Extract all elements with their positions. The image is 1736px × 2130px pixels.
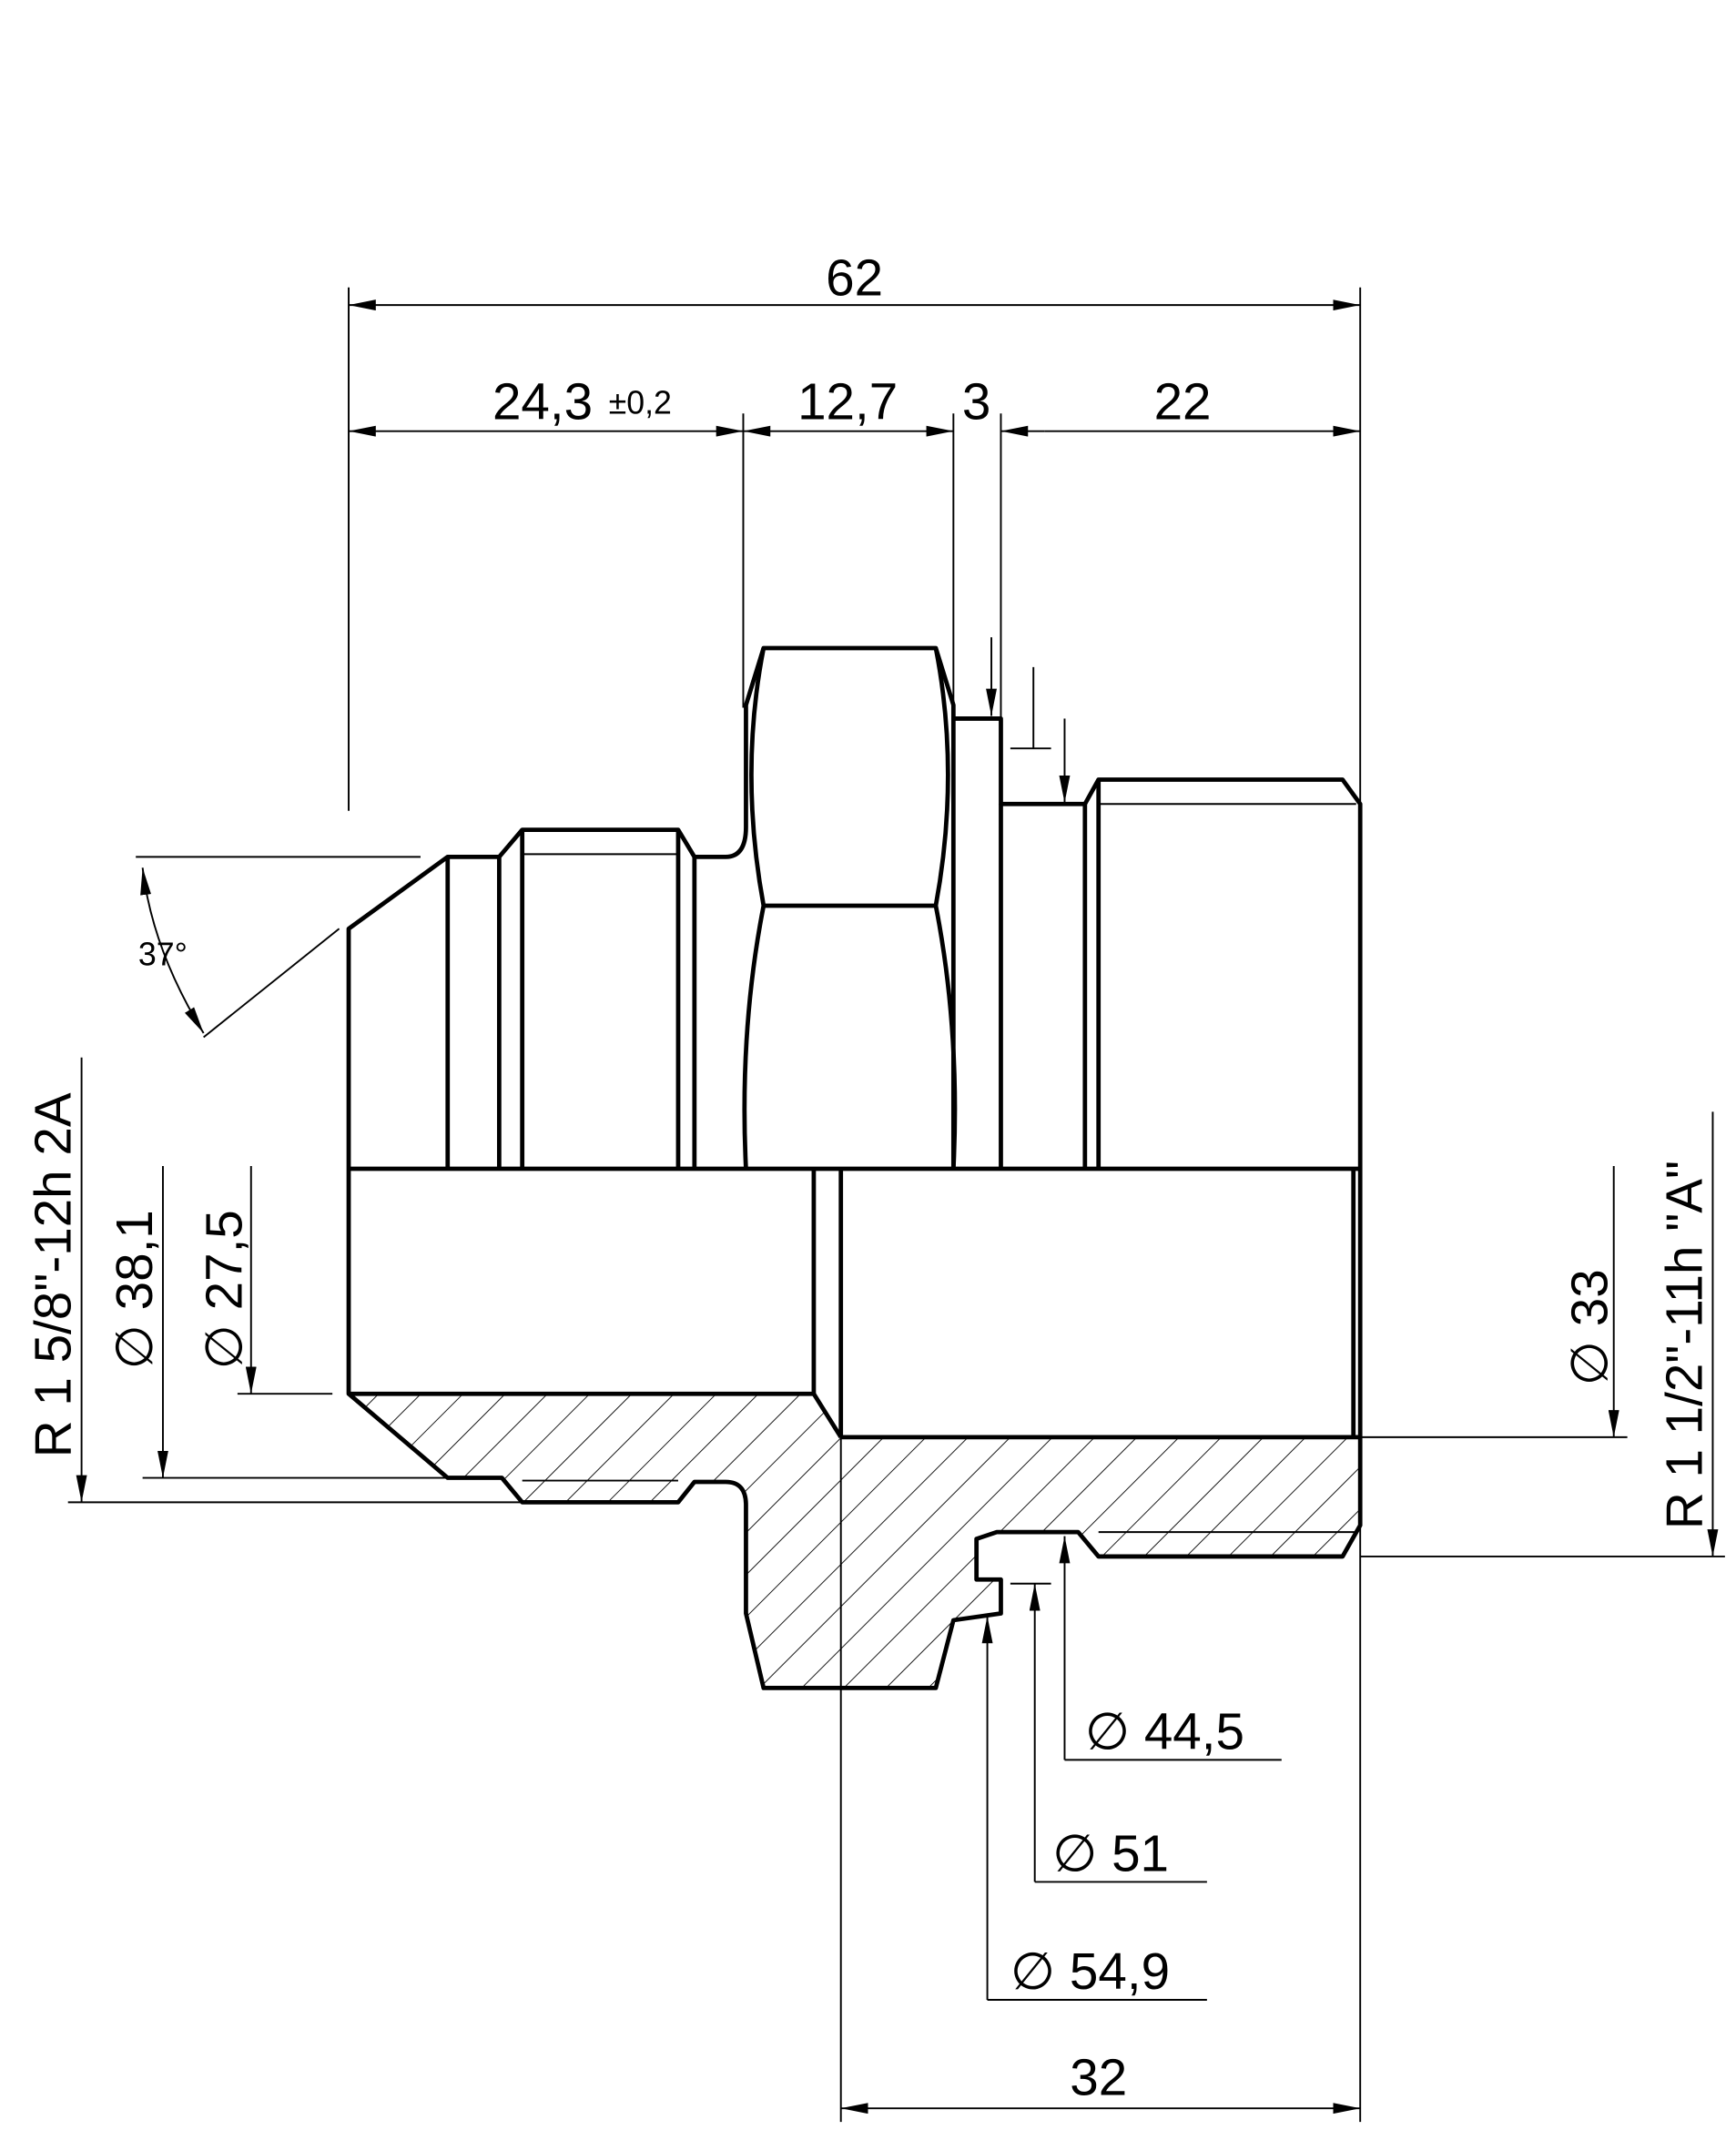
dim-dia-54-9: ∅ 54,9 — [1010, 1942, 1170, 2000]
dim-dia-33: ∅ 33 — [1560, 1269, 1618, 1385]
part-outline — [346, 645, 1363, 1690]
dim-right-thread: R 1 1/2"-11h "A" — [1656, 1161, 1713, 1529]
section-hatch — [349, 1394, 1361, 1689]
dim-angle: 37° — [138, 937, 188, 973]
dim-dia-51: ∅ 51 — [1052, 1825, 1169, 1882]
dim-collar-length: 3 — [962, 372, 990, 430]
extension-lines — [67, 287, 1725, 2123]
dim-thread-length: 22 — [1154, 372, 1212, 430]
dim-flare-tolerance: ±0,2 — [609, 384, 672, 421]
dim-dia-27-5: ∅ 27,5 — [195, 1210, 252, 1369]
dim-overall-length: 62 — [826, 249, 883, 307]
dimension-lines — [76, 299, 1719, 2115]
dim-dia-38-1: ∅ 38,1 — [106, 1210, 163, 1369]
dim-dia-44-5: ∅ 44,5 — [1085, 1702, 1244, 1760]
thread-lines — [522, 803, 1356, 1534]
dim-bore-length: 32 — [1070, 2048, 1127, 2105]
dim-hex-length: 12,7 — [797, 372, 898, 430]
dim-flare-length: 24,3 — [492, 372, 593, 430]
dim-left-thread: R 1 5/8"-12h 2A — [25, 1092, 82, 1457]
